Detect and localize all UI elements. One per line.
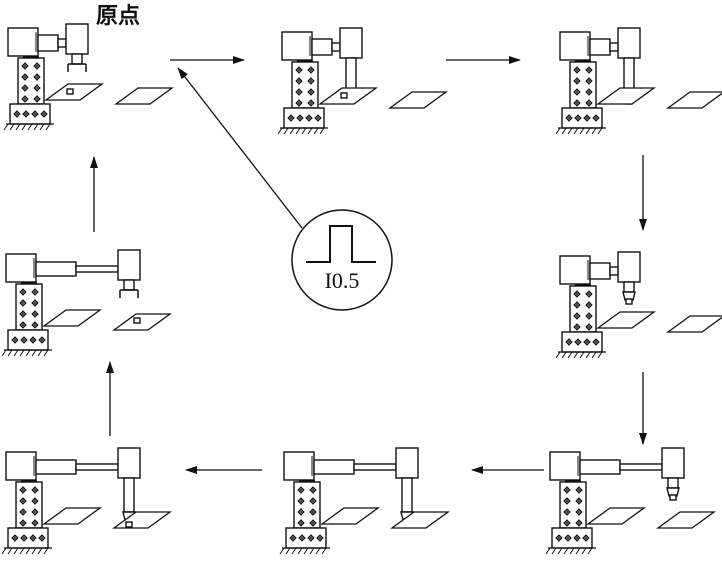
gripper-shaft bbox=[123, 477, 135, 513]
gripper-shaft bbox=[623, 57, 635, 93]
right-table bbox=[666, 91, 722, 109]
robot-head bbox=[5, 451, 37, 481]
station-6-descend bbox=[279, 447, 450, 555]
flow-arrows bbox=[90, 56, 647, 474]
robot-column bbox=[569, 61, 597, 109]
robot-column bbox=[293, 481, 321, 529]
gripper-jaws bbox=[622, 291, 636, 301]
trigger-pulse-icon bbox=[306, 225, 376, 263]
right-table bbox=[656, 511, 716, 529]
signal-label: I0.5 bbox=[324, 268, 360, 293]
robot-column bbox=[569, 285, 597, 333]
robot-head bbox=[283, 451, 315, 481]
arm-inner bbox=[609, 266, 619, 276]
right-table bbox=[112, 313, 172, 331]
robot-column bbox=[559, 481, 587, 529]
left-table bbox=[42, 309, 102, 327]
station-1-origin bbox=[3, 23, 174, 131]
left-table bbox=[596, 87, 656, 105]
robot-column bbox=[15, 481, 43, 529]
held-part bbox=[625, 298, 633, 305]
wrist-box bbox=[339, 27, 363, 59]
wrist-box bbox=[661, 447, 685, 479]
trigger-signal-circle bbox=[291, 209, 393, 311]
arrow-signal-to-origin bbox=[177, 67, 303, 229]
robot-column bbox=[15, 283, 43, 331]
gripper-shaft bbox=[623, 281, 635, 293]
wrist-box bbox=[117, 249, 141, 281]
wrist-box bbox=[617, 251, 641, 283]
gripper-shaft bbox=[667, 477, 679, 489]
gripper-shaft bbox=[123, 279, 135, 291]
left-table bbox=[596, 311, 656, 329]
robot-head bbox=[7, 27, 39, 57]
arm-inner bbox=[331, 42, 341, 52]
station-8-return bbox=[1, 249, 172, 357]
left-table bbox=[318, 87, 378, 105]
arm-outer bbox=[37, 34, 59, 52]
right-table bbox=[666, 315, 722, 333]
arm-outer bbox=[589, 262, 611, 280]
right-table bbox=[388, 91, 448, 109]
arm-outer bbox=[35, 261, 77, 277]
part-on-table bbox=[133, 317, 141, 324]
arm-inner bbox=[619, 463, 663, 471]
held-part bbox=[669, 494, 677, 501]
right-table bbox=[390, 511, 450, 529]
robot-head bbox=[5, 253, 37, 283]
station-2-descend bbox=[277, 27, 448, 135]
robot-head bbox=[559, 255, 591, 285]
arm-outer bbox=[35, 459, 77, 475]
left-table bbox=[320, 507, 380, 525]
gripper-shaft bbox=[71, 53, 83, 65]
robot-column bbox=[291, 61, 319, 109]
arm-inner bbox=[609, 42, 619, 52]
station-3-grip bbox=[555, 27, 722, 135]
wrist-box bbox=[395, 447, 419, 479]
right-table bbox=[114, 87, 174, 105]
gripper-jaws bbox=[666, 487, 680, 497]
arm-outer bbox=[589, 38, 611, 56]
gripper-shaft bbox=[401, 477, 413, 513]
station-7-release bbox=[1, 447, 172, 555]
arm-inner bbox=[57, 38, 67, 48]
arm-outer bbox=[311, 38, 333, 56]
right-table bbox=[112, 511, 172, 529]
arm-inner bbox=[75, 265, 119, 273]
robot-column bbox=[17, 57, 45, 105]
robot-head bbox=[281, 31, 313, 61]
origin-label: 原点 bbox=[96, 3, 141, 29]
wrist-box bbox=[617, 27, 641, 59]
part-on-table bbox=[125, 521, 133, 528]
robot-head bbox=[549, 451, 581, 481]
station-4-rise bbox=[555, 251, 722, 359]
left-table bbox=[586, 507, 646, 525]
part-on-table bbox=[66, 88, 74, 95]
arm-inner bbox=[353, 463, 397, 471]
left-table bbox=[44, 83, 104, 101]
robot-head bbox=[559, 31, 591, 61]
station-5-extend bbox=[545, 447, 716, 555]
wrist-box bbox=[65, 23, 89, 55]
gripper-shaft bbox=[345, 57, 357, 93]
arm-outer bbox=[579, 459, 621, 475]
arm-inner bbox=[75, 463, 119, 471]
gripper-jaws bbox=[119, 289, 139, 298]
gripper-jaws bbox=[67, 63, 87, 72]
part-on-table bbox=[340, 92, 348, 99]
arm-outer bbox=[313, 459, 355, 475]
wrist-box bbox=[117, 447, 141, 479]
left-table bbox=[42, 507, 102, 525]
